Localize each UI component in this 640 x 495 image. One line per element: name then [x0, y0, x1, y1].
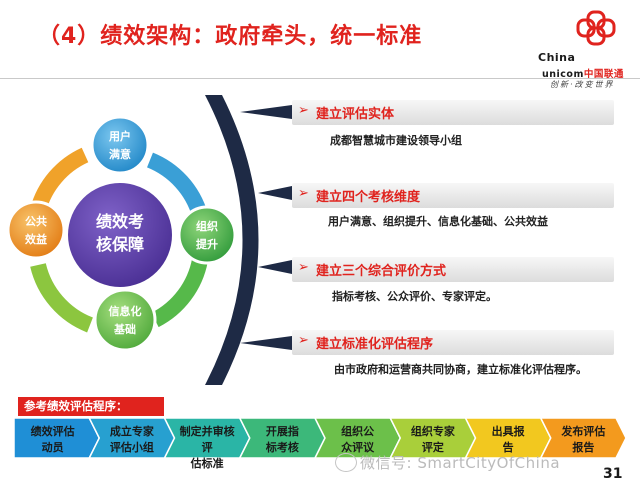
logo-brand-en-2: unicom — [542, 69, 584, 80]
process-chevrons — [14, 418, 626, 459]
process-step: 制定并审核评估标准 — [175, 424, 240, 472]
page-title: （4）绩效架构：政府牵头，统一标准 — [38, 24, 423, 49]
process-step-line1: 发布评估 — [561, 425, 606, 438]
arrow-4 — [240, 336, 292, 350]
node-info-foundation — [93, 288, 157, 352]
item-desc: 成都智慧城市建设领导小组 — [330, 134, 462, 147]
reference-label: 参考绩效评估程序： — [18, 397, 164, 416]
watermark: 微信号: SmartCityOfChina — [360, 454, 561, 472]
item-bar — [292, 330, 614, 355]
process-step: 出具报告 — [476, 424, 541, 456]
process-step-line1: 出具报 — [491, 425, 525, 438]
process-step-line2: 告 — [502, 441, 514, 454]
node-user-satisfaction — [90, 115, 150, 175]
item-bar — [292, 257, 614, 282]
process-step: 开展指标考核 — [250, 424, 315, 456]
chevron-icon: ➢ — [298, 186, 309, 201]
page-number: 31 — [603, 466, 623, 482]
bracket-arc — [205, 95, 292, 385]
logo-slogan: 创新·改变世界 — [550, 80, 615, 89]
arrow-2 — [258, 186, 292, 200]
title-divider — [0, 78, 640, 79]
process-step-line2: 标考核 — [265, 441, 299, 454]
node-label-0b: 满意 — [109, 147, 131, 161]
process-step-line2: 动员 — [41, 441, 64, 454]
chevron-icon: ➢ — [298, 260, 309, 275]
node-label-1a: 组织 — [196, 219, 218, 233]
process-step-line1: 制定并审核评 — [179, 425, 235, 454]
item-desc: 由市政府和运营商共同协商，建立标准化评估程序。 — [334, 363, 587, 376]
node-public-benefit — [6, 200, 66, 260]
china-unicom-logo — [558, 6, 638, 86]
logo-brand-line: unicom中国联通 — [542, 66, 624, 80]
node-label-0a: 用户 — [109, 129, 131, 143]
process-step-line2: 估标准 — [190, 457, 224, 470]
arrow-3 — [258, 260, 292, 274]
item-desc: 用户满意、组织提升、信息化基础、公共效益 — [328, 215, 548, 228]
process-step-shape — [539, 418, 626, 459]
process-step-line1: 成立专家 — [109, 425, 154, 438]
item-heading: 建立四个考核维度 — [316, 190, 421, 205]
item-bar — [292, 183, 614, 208]
cycle-diagram: 绩效考 核保障 用户 满意 组织 提升 信息化 基础 公共 效益 — [6, 115, 237, 352]
bracket-shape — [205, 95, 259, 385]
process-step-line2: 评估小组 — [109, 441, 154, 454]
process-step-line2: 评定 — [421, 441, 444, 454]
process-step-labels: 绩效评估动员成立专家评估小组制定并审核评估标准开展指标考核组织公众评议组织专家评… — [14, 421, 626, 470]
center-label-2: 核保障 — [96, 235, 144, 254]
process-step-line2: 报告 — [572, 441, 595, 454]
node-org-improvement — [177, 205, 237, 265]
node-label-1b: 提升 — [196, 237, 218, 251]
wechat-icon — [335, 453, 357, 472]
logo-brand-cn: 中国联通 — [583, 69, 624, 80]
chevron-icon: ➢ — [298, 103, 309, 118]
process-step: 成立专家评估小组 — [99, 424, 164, 456]
chevron-icon: ➢ — [298, 333, 309, 348]
logo-brand-en-1: China — [538, 51, 576, 64]
process-step-line1: 组织公 — [341, 425, 375, 438]
center-label-1: 绩效考 — [96, 212, 144, 231]
item-bar — [292, 100, 614, 125]
node-label-2b: 基础 — [113, 322, 136, 336]
item-desc: 指标考核、公众评价、专家评定。 — [332, 290, 497, 303]
process-step-line2: 众评议 — [341, 441, 375, 454]
center-circle — [68, 183, 172, 287]
process-step-line1: 开展指 — [265, 425, 299, 438]
node-label-3a: 公共 — [25, 214, 47, 228]
item-heading: 建立标准化评估程序 — [316, 337, 434, 352]
arrow-1 — [240, 105, 292, 119]
process-step: 发布评估报告 — [551, 424, 616, 456]
logo-brand-en: China — [538, 51, 575, 64]
node-label-2a: 信息化 — [109, 304, 142, 318]
process-step-line1: 组织专家 — [410, 425, 455, 438]
item-heading: 建立三个综合评价方式 — [316, 264, 447, 279]
node-label-3b: 效益 — [25, 232, 47, 246]
process-step-line1: 绩效评估 — [30, 425, 75, 438]
process-step: 绩效评估动员 — [16, 424, 89, 456]
process-step: 组织专家评定 — [400, 424, 465, 456]
item-heading: 建立评估实体 — [316, 107, 395, 122]
unicom-knot-icon — [576, 10, 616, 46]
process-step: 组织公众评议 — [325, 424, 390, 456]
